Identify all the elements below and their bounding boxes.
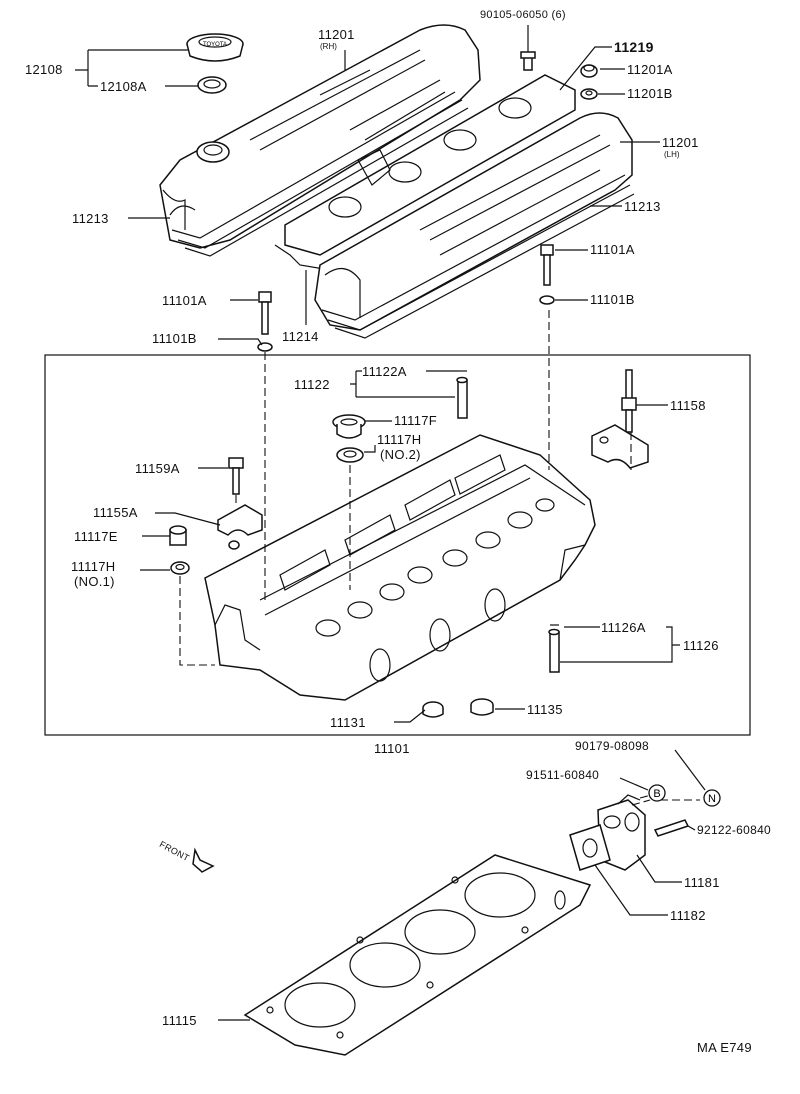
- label-11219: 11219: [614, 39, 654, 55]
- label-12108A: 12108A: [100, 79, 147, 94]
- label-11117F: 11117F: [394, 413, 437, 428]
- label-91511: 91511-60840: [526, 768, 600, 782]
- label-11101: 11101: [374, 741, 410, 756]
- seal-11135: [470, 698, 494, 716]
- stud-92122: [653, 819, 690, 837]
- svg-text:B: B: [653, 788, 660, 800]
- head-bolt-washer-left: [257, 342, 273, 352]
- label-11115: 11115: [162, 1013, 197, 1028]
- label-90179: 90179-08098: [575, 739, 650, 753]
- svg-text:N: N: [708, 793, 716, 805]
- label-11126: 11126: [683, 638, 719, 653]
- plug-11117E: [169, 525, 187, 546]
- cylinder-head: [204, 434, 596, 701]
- label-11101B-right: 11101B: [590, 292, 635, 307]
- label-11201A: 11201A: [627, 62, 673, 77]
- valve-guide-11126: [548, 624, 560, 673]
- cap-gasket: [197, 76, 227, 94]
- label-11135: 11135: [527, 702, 563, 717]
- label-11101A-left: 11101A: [162, 293, 207, 308]
- label-12108: 12108: [25, 62, 63, 77]
- bolt-90105: [520, 51, 536, 71]
- label-11213-left: 11213: [72, 211, 109, 226]
- label-11131: 11131: [330, 715, 366, 730]
- head-bolt-left: [258, 291, 272, 335]
- label-rh: (RH): [320, 42, 337, 51]
- head-gasket-11115: [243, 854, 592, 1056]
- nut-11201A: [580, 64, 598, 78]
- label-11101A-right: 11101A: [590, 242, 635, 257]
- valve-guide-11122: [456, 370, 468, 419]
- label-11201B: 11201B: [627, 86, 673, 101]
- label-11117H-no1: 11117H: [71, 559, 116, 574]
- label-11182: 11182: [670, 908, 706, 923]
- cap-brand-text: TOYOTA: [203, 42, 227, 48]
- label-11201-rh: 11201: [318, 27, 355, 42]
- water-outlet-gasket-11182: [569, 824, 611, 871]
- head-cover-rh: [159, 24, 481, 257]
- alignment-lines: [179, 310, 700, 806]
- seal-11117H-no1: [170, 561, 190, 575]
- label-no2: (NO.2): [380, 447, 421, 462]
- label-ref: MA E749: [697, 1040, 752, 1055]
- label-11181: 11181: [684, 875, 720, 890]
- head-cover-lh: [314, 112, 635, 339]
- circle-marker-n: N: [703, 789, 721, 807]
- stud-bolt-11158: [621, 369, 637, 433]
- label-lh: (LH): [664, 150, 680, 159]
- label-92122: 92122-60840: [697, 823, 772, 837]
- label-11117E: 11117E: [74, 529, 118, 544]
- oil-filler-cap: TOYOTA: [186, 33, 244, 62]
- seal-11131: [422, 701, 444, 718]
- label-11117H-no2: 11117H: [377, 432, 422, 447]
- bearing-cap-11158: [591, 424, 649, 469]
- label-11126A: 11126A: [601, 620, 646, 635]
- label-11158: 11158: [670, 398, 706, 413]
- leader-lines: [75, 25, 706, 1021]
- bolt-11159A: [228, 457, 244, 495]
- head-cover-gasket-plate: [274, 74, 576, 271]
- seal-11117H-no2: [336, 447, 364, 463]
- label-11122: 11122: [294, 377, 330, 392]
- circle-marker-b: B: [648, 784, 666, 802]
- head-bolt-washer-right: [539, 295, 555, 305]
- label-11159A: 11159A: [135, 461, 180, 476]
- label-11201-lh: 11201: [662, 135, 699, 150]
- label-90105: 90105-06050 (6): [480, 9, 566, 21]
- label-11101B-left: 11101B: [152, 331, 197, 346]
- cam-bearing-cap-11155A: [217, 504, 263, 550]
- plug-11117F: [332, 414, 366, 439]
- cylinder-head-group-box: [44, 354, 751, 736]
- washer-11201B: [580, 88, 598, 100]
- label-11122A: 11122A: [362, 364, 407, 379]
- label-11213-right: 11213: [624, 199, 661, 214]
- front-arrow: [192, 847, 215, 873]
- label-no1: (NO.1): [74, 574, 115, 589]
- head-bolt-right: [540, 244, 554, 286]
- label-11155A: 11155A: [93, 505, 138, 520]
- label-11214: 11214: [282, 329, 319, 344]
